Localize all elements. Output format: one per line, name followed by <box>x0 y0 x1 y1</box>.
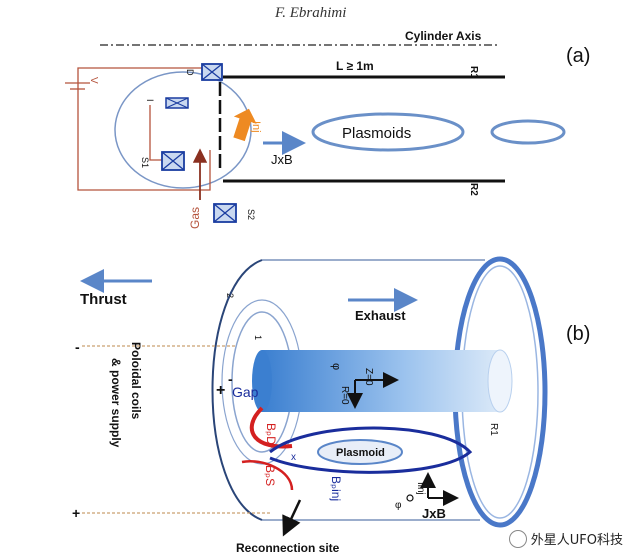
panel-b: (b) Thrust Exhaust R1 1 2 Z=0 R=0 φ + - … <box>72 256 590 555</box>
cylinder-axis-label: Cylinder Axis <box>405 29 482 43</box>
jxb-label-a: JxB <box>271 152 293 167</box>
x-point-label: x <box>291 452 296 463</box>
coil-2-label: 2 <box>225 293 235 298</box>
coil-s1-label: S1 <box>140 157 150 168</box>
inj-label: Inj <box>250 121 262 133</box>
bps-label: BₚS <box>263 465 277 486</box>
phi-label-rod: φ <box>330 363 342 370</box>
poloidal-label-2: & power supply <box>109 358 123 448</box>
jxb-label-b: JxB <box>422 506 446 521</box>
author-header: F. Ebrahimi <box>274 5 346 21</box>
panel-a: Cylinder Axis (a) L ≥ 1m R1 R2 V D I <box>65 29 590 229</box>
coil-1-label: 1 <box>253 335 263 340</box>
cylinder-back-face <box>211 259 263 521</box>
plasmoids-label: Plasmoids <box>342 125 411 142</box>
coil-d <box>201 63 223 81</box>
plasmoid-field-loop <box>269 426 473 474</box>
supply-minus: - <box>75 339 80 355</box>
bps-field-line <box>241 459 294 491</box>
r1-label-b: R1 <box>488 423 499 436</box>
plasmoid-label: Plasmoid <box>336 447 385 459</box>
plasmoid-1 <box>311 112 465 152</box>
gap-label: Gap <box>232 384 259 400</box>
iinj-label: Iinj <box>415 482 426 495</box>
reconnection-label: Reconnection site <box>236 541 340 555</box>
r0-label: R=0 <box>339 386 350 405</box>
coil-i-label: I <box>145 99 155 102</box>
coil-s2 <box>213 203 237 223</box>
exhaust-label: Exhaust <box>355 308 406 323</box>
r2-label-a: R2 <box>468 183 479 196</box>
rod-end-cap <box>487 349 513 413</box>
phi-symbol <box>406 494 414 502</box>
gap-plus: + <box>216 382 225 399</box>
bpd-label: BₚD <box>264 423 278 445</box>
poloidal-label-1: Poloidal coils <box>129 342 143 420</box>
gap-minus: - <box>228 371 233 387</box>
power-circuit <box>77 67 215 191</box>
z0-label: Z=0 <box>363 368 374 386</box>
injector-region <box>114 71 252 189</box>
coil-s2-label: S2 <box>246 209 256 220</box>
bpinj-label: Bₚinj <box>329 476 343 501</box>
thrust-label: Thrust <box>80 291 127 308</box>
reconnection-arrow <box>282 499 302 537</box>
plasmoid-b <box>317 439 403 465</box>
phi-label-b: φ <box>395 500 402 511</box>
injection-arrow <box>233 108 257 142</box>
coil-i <box>165 97 189 109</box>
bpd-field-line <box>249 406 293 449</box>
plasmoid-2 <box>490 119 566 145</box>
voltage-label: V <box>88 77 99 84</box>
coil-s1 <box>161 151 185 171</box>
gas-label: Gas <box>188 207 202 229</box>
r1-label-a: R1 <box>468 66 479 79</box>
panel-b-label: (b) <box>566 323 590 345</box>
wechat-icon <box>508 529 527 548</box>
panel-a-label: (a) <box>566 45 590 67</box>
watermark: 外星人UFO科技 <box>508 529 623 548</box>
rod-base <box>252 350 272 412</box>
coil-d-label: D <box>185 69 195 76</box>
length-label: L ≥ 1m <box>336 59 374 73</box>
watermark-text: 外星人UFO科技 <box>530 533 623 548</box>
supply-plus: + <box>72 505 80 521</box>
